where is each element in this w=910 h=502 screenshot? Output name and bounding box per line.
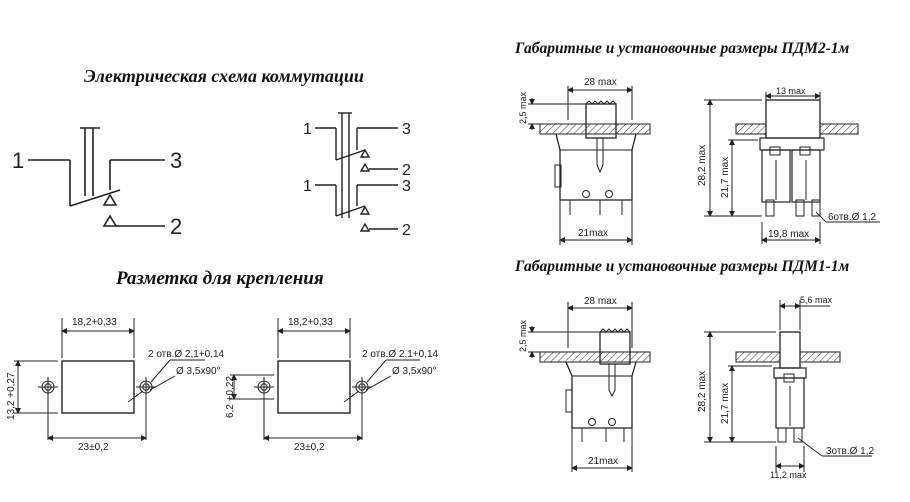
mount-left-bottom-dim: 23±0,2 [78,442,109,453]
mount-right [230,318,420,441]
pdm1-front-height: 2,5 max [518,319,528,352]
pdm2-side-body-height: 21,7 max [720,157,731,198]
mount-right-bottom-dim: 23±0,2 [294,442,325,453]
scheme2-upper-terminal-3: 3 [402,121,411,138]
switching-scheme-title: Электрическая схема коммутации [84,66,364,86]
mount-right-chamfer: Ø 3,5x90° [392,366,437,377]
pdm1-front-base: 21max [588,456,618,467]
pdm1-dims-title: Габаритные и установочные размеры ПДМ1-1… [515,258,850,275]
scheme-single-pole [28,127,165,227]
pdm2-front-width: 28 max [584,77,617,88]
mount-left [14,318,205,441]
mount-right-hole-note: 2 отв.Ø 2,1+0,14 [362,349,439,360]
pdm1-side-body-height: 21,7 max [720,383,731,424]
scheme1-terminal-2: 2 [170,214,182,239]
scheme-double-pole [315,112,398,232]
pdm1-front-view [528,302,651,472]
mount-left-chamfer: Ø 3,5x90° [176,366,221,377]
pdm2-side-holes: 6отв.Ø 1,2 [828,212,876,223]
pdm1-side-holes: 3отв.Ø 1,2 [826,446,874,457]
pdm2-front-height: 2,5 max [518,91,528,124]
pdm1-side-view [704,300,872,472]
mount-left-side-dim: 13,2 +0,27 [6,372,17,420]
mounting-layout-title: Разметка для крепления [116,268,324,289]
pdm1-side-base: 11,2 max [770,470,807,480]
mount-left-hole-note: 2 отв.Ø 2,1+0,14 [148,349,225,360]
scheme2-lower-terminal-2: 2 [402,222,411,239]
scheme2-upper-terminal-1: 1 [303,121,312,138]
pdm1-side-total-height: 28,2 max [697,371,708,412]
pdm2-front-base: 21max [578,228,608,239]
pdm1-side-top: 5,6 max [800,295,833,305]
pdm2-side-base: 19,8 max [768,229,809,240]
scheme1-terminal-1: 1 [12,148,24,173]
mount-left-top-dim: 18,2+0,33 [72,317,117,328]
scheme1-terminal-3: 3 [170,148,182,173]
pdm2-side-view [704,92,880,244]
mount-right-side-dim: 6,2 +0,22 [225,376,236,418]
pdm2-side-total-height: 28,2 max [697,145,708,186]
scheme2-lower-terminal-1: 1 [303,178,312,195]
mount-right-top-dim: 18,2+0,33 [288,317,333,328]
scheme2-lower-terminal-3: 3 [402,178,411,195]
pdm2-front-view [528,86,651,245]
pdm1-front-width: 28 max [584,296,617,307]
pdm2-dims-title: Габаритные и установочные размеры ПДМ2-1… [515,40,850,57]
pdm2-side-top: 13 max [776,86,806,96]
scheme2-upper-terminal-2: 2 [402,162,411,179]
